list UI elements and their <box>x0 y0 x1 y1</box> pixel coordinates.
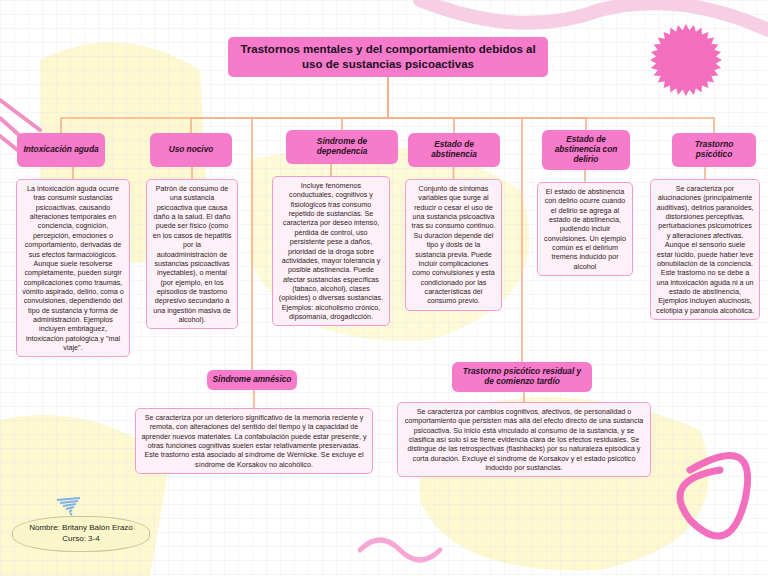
connector-line <box>61 77 388 133</box>
category-box: Síndrome de dependencia <box>286 130 398 164</box>
description-box: Patrón de consumo de una sustancia psico… <box>146 179 238 329</box>
category-box: Intoxicación aguda <box>17 133 105 167</box>
category-label: Síndrome amnésico <box>213 375 292 385</box>
description-box: Incluye fenómenos conductuales, cognitiv… <box>272 176 390 326</box>
connector-line <box>453 167 455 179</box>
description-box: Se caracteriza por cambios cognitivos, a… <box>397 402 651 478</box>
connector-line <box>388 77 586 130</box>
category-label: Estado de abstinencia con delirio <box>547 135 625 165</box>
pink-squiggle <box>680 455 748 536</box>
blue-scribble <box>57 498 80 515</box>
category-box: Trastorno psicótico <box>672 133 756 167</box>
category-box: Estado de abstinencia con delirio <box>542 130 630 170</box>
body-text: Conjunto de síntomas variables que surge… <box>411 184 496 306</box>
description-box: La intoxicación aguda ocurre tras consum… <box>16 179 130 357</box>
category-box: Síndrome amnésico <box>207 370 297 390</box>
connector-line <box>253 390 255 408</box>
category-label: Estado de abstinencia <box>413 140 495 160</box>
connector-line <box>191 167 193 179</box>
connector-line <box>72 167 74 179</box>
connector-line <box>330 164 332 176</box>
pink-squiggle <box>360 540 440 560</box>
description-box: Conjunto de síntomas variables que surge… <box>405 179 502 311</box>
connector-line <box>388 77 522 362</box>
category-label: Uso nocivo <box>169 145 214 155</box>
body-text: Se caracteriza por alucinaciones (princi… <box>656 184 754 315</box>
body-text: Patrón de consumo de una sustancia psico… <box>152 184 232 324</box>
connector-line <box>584 170 586 182</box>
category-label: Trastorno psicótico residual y de comien… <box>457 367 587 387</box>
connector-line <box>342 77 388 130</box>
category-label: Síndrome de dependencia <box>291 137 393 157</box>
scribble-stroke <box>57 498 80 515</box>
connector-line <box>704 167 706 179</box>
pink-star <box>650 24 722 96</box>
category-box: Uso nocivo <box>150 133 232 167</box>
description-box: Se caracteriza por alucinaciones (princi… <box>650 179 760 320</box>
category-label: Trastorno psicótico <box>677 140 751 160</box>
category-box: Estado de abstinencia <box>408 133 500 167</box>
connector-line <box>191 77 388 133</box>
body-text: Nombre: Britany Balón Erazo <box>21 523 141 534</box>
connector-line <box>523 392 525 402</box>
pink-wave <box>420 0 768 30</box>
category-box: Trastorno psicótico residual y de comien… <box>452 362 592 392</box>
body-text: La intoxicación aguda ocurre tras consum… <box>22 184 124 352</box>
title-box: Trastornos mentales y del comportamiento… <box>228 37 548 77</box>
connector-line <box>388 77 714 133</box>
description-box: El estado de abstinencia con delirio ocu… <box>537 182 633 276</box>
category-label: Intoxicación aguda <box>23 145 98 155</box>
body-text: Incluye fenómenos conductuales, cognitiv… <box>278 181 384 321</box>
author-box: Nombre: Britany Balón ErazoCurso: 3-4 <box>12 516 150 552</box>
body-text: Curso: 3-4 <box>21 534 141 545</box>
title-text: Trastornos mentales y del comportamiento… <box>238 42 538 72</box>
body-text: Se caracteriza por un deterioro signific… <box>141 413 367 469</box>
star-shape <box>650 24 722 96</box>
connector-line <box>388 77 454 133</box>
body-text: Se caracteriza por cambios cognitivos, a… <box>403 407 645 473</box>
description-box: Se caracteriza por un deterioro signific… <box>135 408 373 474</box>
body-text: El estado de abstinencia con delirio ocu… <box>543 187 627 271</box>
